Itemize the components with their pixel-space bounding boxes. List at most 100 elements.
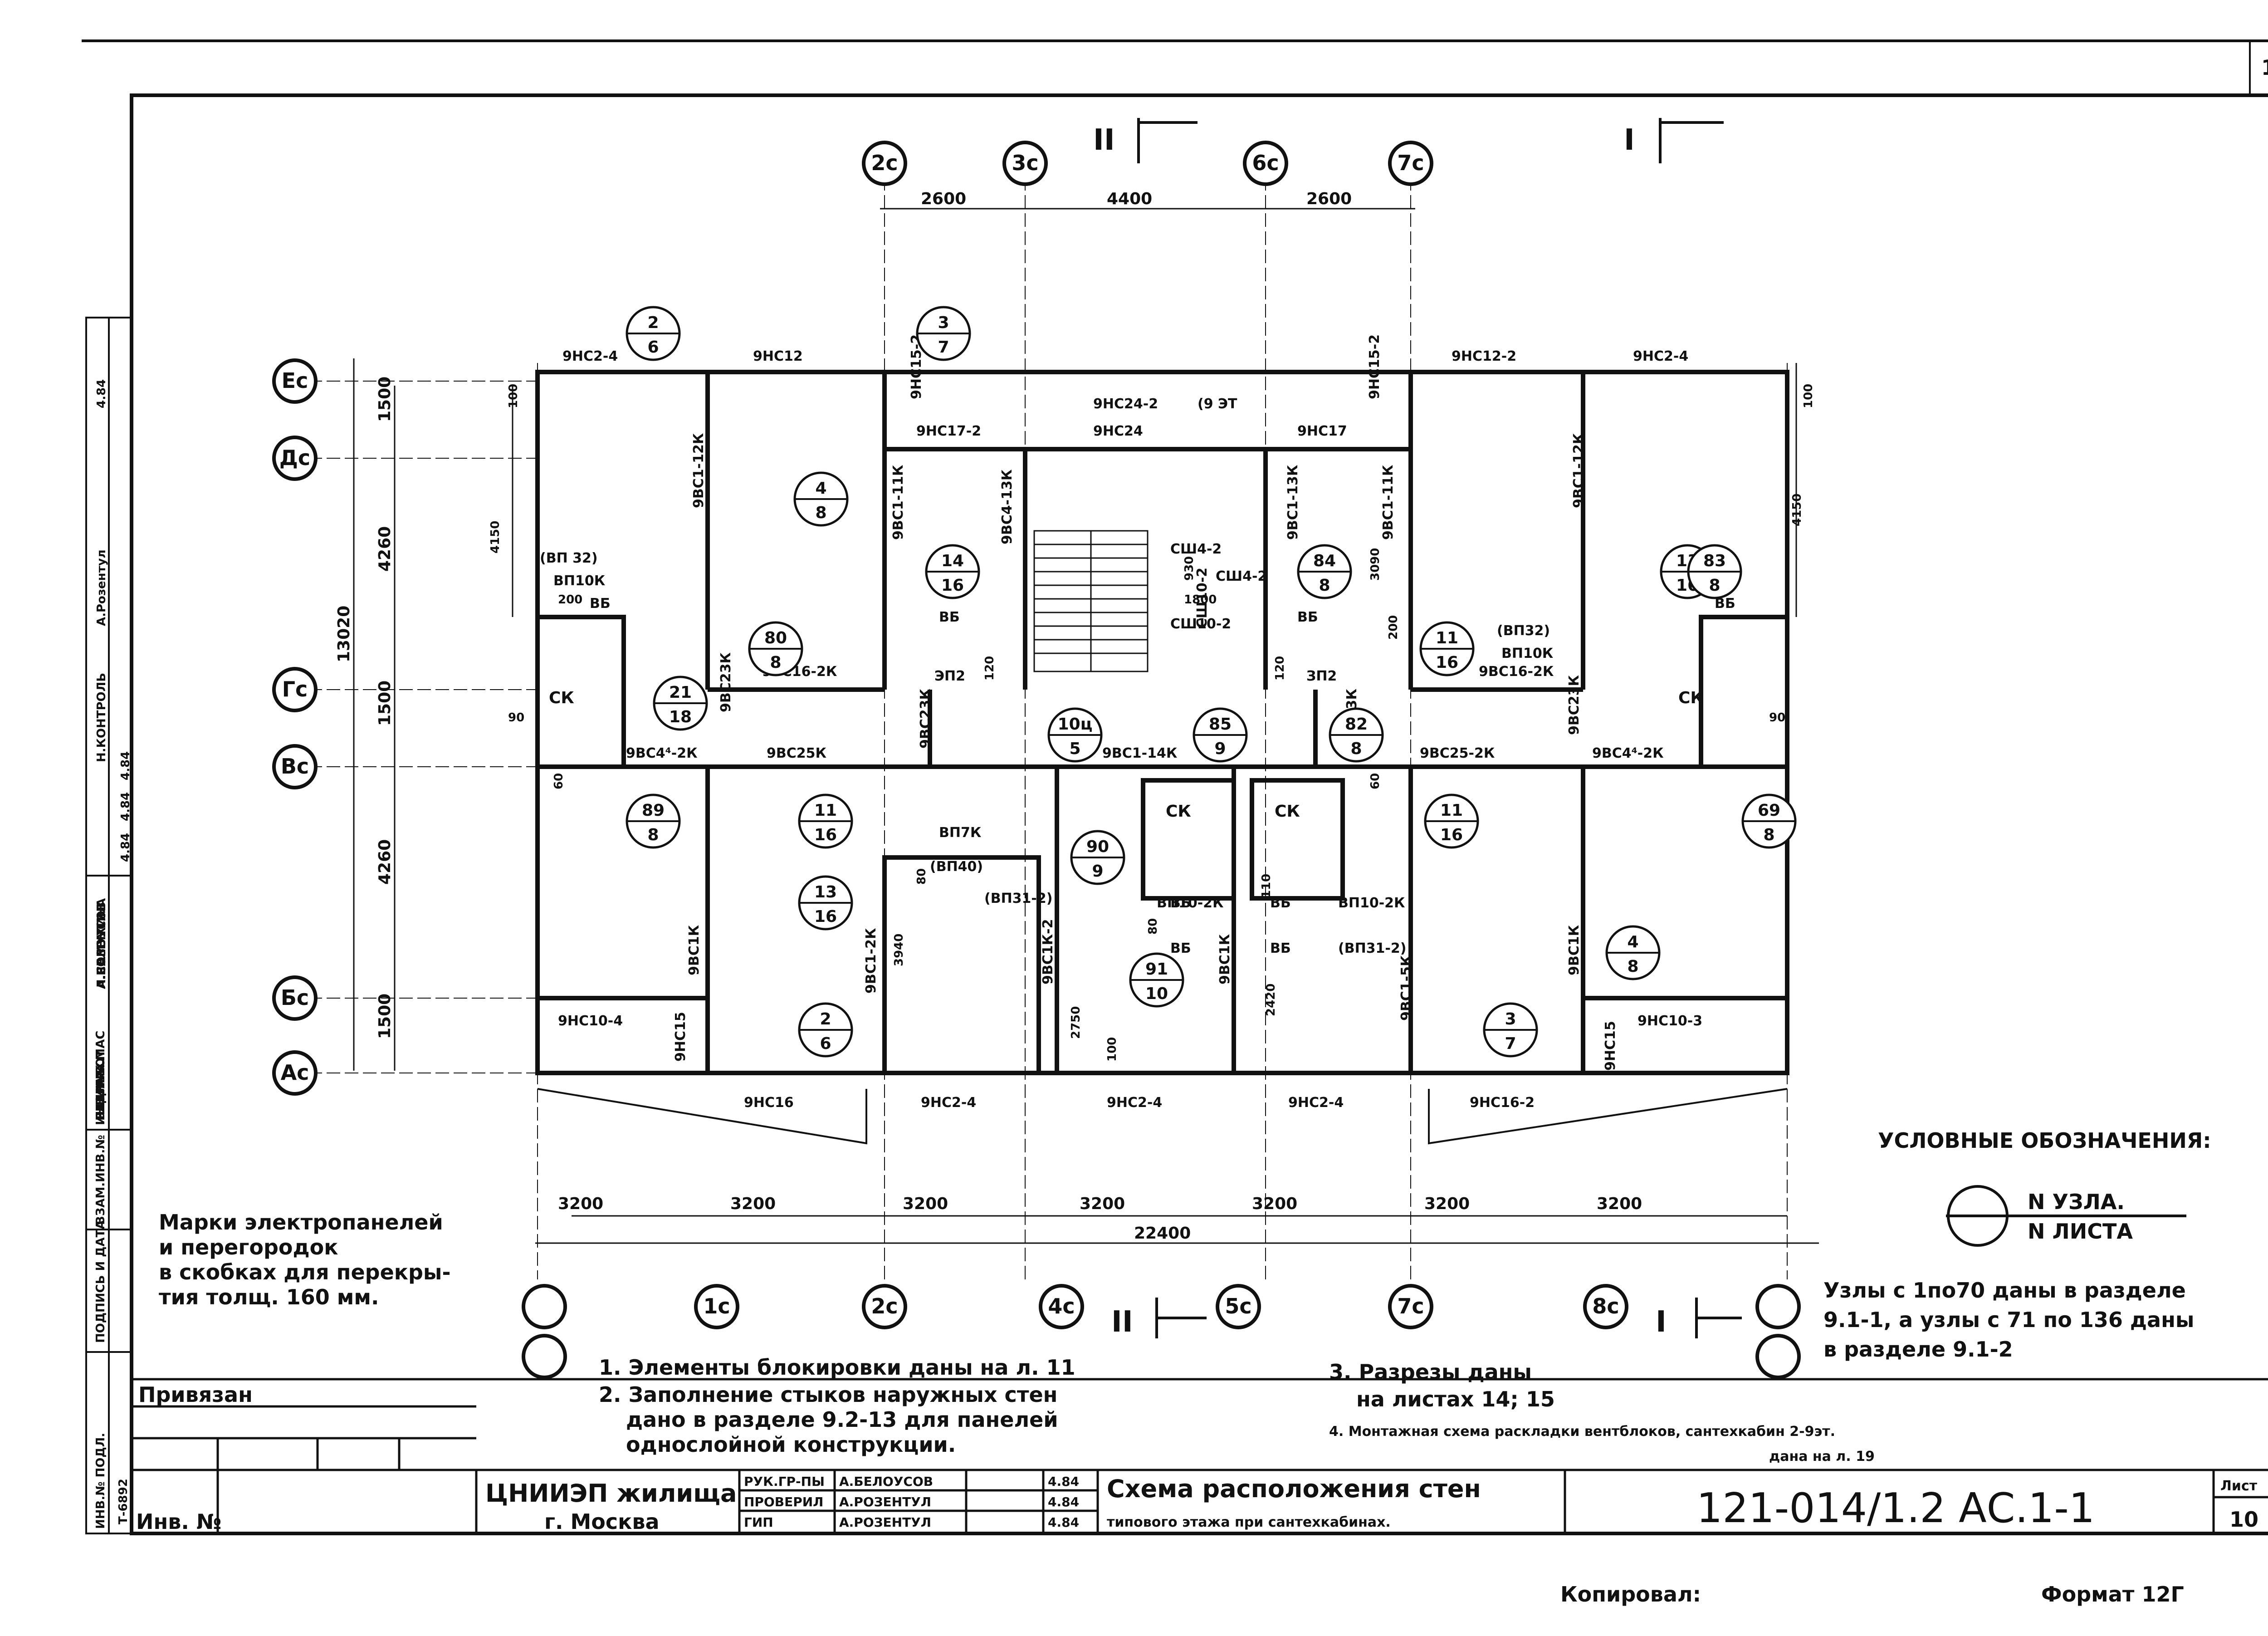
dimension-label: 110 [1260,874,1273,898]
node-sheet: 7 [938,338,949,357]
wall-mark: ВБ [1270,940,1291,956]
node-sheet: 7 [1505,1034,1516,1053]
wall-mark: 9НС12-2 [1452,348,1516,364]
axis-marker: Ас [272,1050,318,1096]
staff-role: РАЗРАБОТ [94,1049,108,1121]
wall-mark: СК [1275,802,1300,821]
node-callout: 859 [1193,707,1248,763]
node-sheet: 9 [1092,862,1103,881]
legend-symbol [1946,1185,2186,1247]
tb-role: ПРОВЕРИЛ [744,1494,823,1509]
axis-label: Гс [282,677,308,701]
side-stamp-label: ПОДПИСЬ И ДАТА [94,1220,108,1343]
axis-label: 6с [1252,151,1279,175]
wall-mark: (9 ЭТ [1198,396,1237,412]
axis-marker: 6с [1243,141,1288,186]
wall-mark: ЗП2 [1306,668,1337,684]
axis-label: 1с [703,1294,730,1318]
dimension-label: 3090 [1369,548,1382,581]
dimension-label: 100 [507,384,520,408]
dimension-label: 2600 [1306,190,1352,208]
node-sheet: 8 [1350,740,1362,758]
dimension-lines [353,208,1819,1244]
dimension-label: 90 [508,711,524,725]
format-label: Формат 12Г [2041,1582,2184,1607]
dimension-label: 3200 [558,1195,603,1213]
wall-mark: ВБ [590,596,611,612]
wall-mark: СК [1166,802,1191,821]
node-number: 11 [1436,629,1458,647]
legend-note-line: 9.1-1, а узлы с 71 по 136 даны [1823,1308,2194,1332]
axis-label: 8с [1592,1294,1619,1318]
dimension-label: 4400 [1107,190,1152,208]
left-note-line: тия толщ. 160 мм. [159,1285,379,1309]
drawing-title-2: типового этажа при сантехкабинах. [1107,1514,1391,1530]
node-sheet: 8 [770,653,781,672]
dimension-label: 2420 [1264,984,1278,1016]
axis-marker: 1с [694,1284,739,1329]
wall-mark: ВБ [1297,609,1318,625]
node-callout: 838 [1687,544,1742,599]
cut-label-II-top: II [1093,123,1115,157]
node-number: 89 [642,801,665,820]
note-line: 1. Элементы блокировки даны на л. 11 [599,1355,1075,1380]
wall-mark: 9НС12 [753,348,803,364]
node-number: 3 [938,313,949,332]
node-number: 10ц [1058,715,1093,734]
dimension-label: 120 [1273,656,1287,681]
dimension-label: 3200 [903,1195,948,1213]
staff-name: А.БЕЛОУСОВ [95,902,108,989]
wall-mark: 9ВС1К [1566,925,1582,975]
node-callouts: 263748141684880821181116131683810ц585982… [626,306,1797,1058]
axis-label: Бс [281,985,309,1010]
note-line: на листах 14; 15 [1356,1387,1555,1411]
dimension-label: 930 [1183,556,1196,581]
wall-mark: 9ВС25К [767,745,827,761]
dimension-label: 3200 [1597,1195,1642,1213]
wall-mark: ЭП2 [934,668,965,684]
wall-mark: 9ВС1К [1217,934,1233,985]
axis-marker: 8с [1583,1284,1628,1329]
note-line: 3. Разрезы даны [1329,1360,1532,1384]
axis-label: Ас [281,1060,309,1085]
node-callout: 898 [626,794,681,849]
drawing-code: 121-014/1.2 АС.1-1 [1696,1484,2095,1532]
wall-mark: ВП10К [553,573,606,589]
dimension-label: 4260 [376,526,394,572]
side-stamp [85,317,132,1534]
wall-mark: 9НС2-4 [1288,1095,1344,1111]
node-number: 69 [1758,801,1780,820]
wall-mark: 9НС16-2 [1470,1095,1535,1111]
copied-label: Копировал: [1560,1582,1701,1607]
node-number: 2 [820,1010,831,1029]
axis-label: 7с [1397,1294,1424,1318]
wall-mark: ВБ [1170,895,1191,911]
wall-mark: 9НС10-3 [1637,1013,1702,1029]
staff-role: ГЛ.ИНЖ.МАС [94,1031,108,1121]
wall-mark: 9ВС1-5К [1398,955,1414,1021]
wall-mark: СК [1678,689,1704,707]
staff-date: 4.84 [119,751,132,780]
dimension-label: 4150 [1790,494,1804,526]
axis-marker: 2с [862,1284,907,1329]
wall-mark: 9НС2-4 [921,1095,976,1111]
wall-mark: СШ4-2 [1216,568,1267,584]
title-block-staff: РУК.ГР-ПЫПРОВЕРИЛГИПА.БЕЛОУСОВА.РОЗЕНТУЛ… [744,1474,1079,1530]
node-sheet: 16 [1436,653,1458,672]
note-line: 2. Заполнение стыков наружных стен [599,1382,1057,1407]
dimension-label: 120 [983,656,997,681]
node-callout: 848 [1297,544,1352,599]
node-number: 21 [669,683,692,702]
node-callout: 26 [798,1002,853,1058]
wall-mark: 9ВС1-12К [691,433,707,508]
wall-mark: 9НС15 [673,1012,689,1062]
side-stamp-text: ГЛ.ИНЖ.МАСВЕД.АРХ.РАЗРАБОТА.РОЗЕНТУЛЛ.СА… [94,379,132,1529]
axis-label: 5с [1225,1294,1251,1318]
axis-marker: Вс [272,744,318,789]
